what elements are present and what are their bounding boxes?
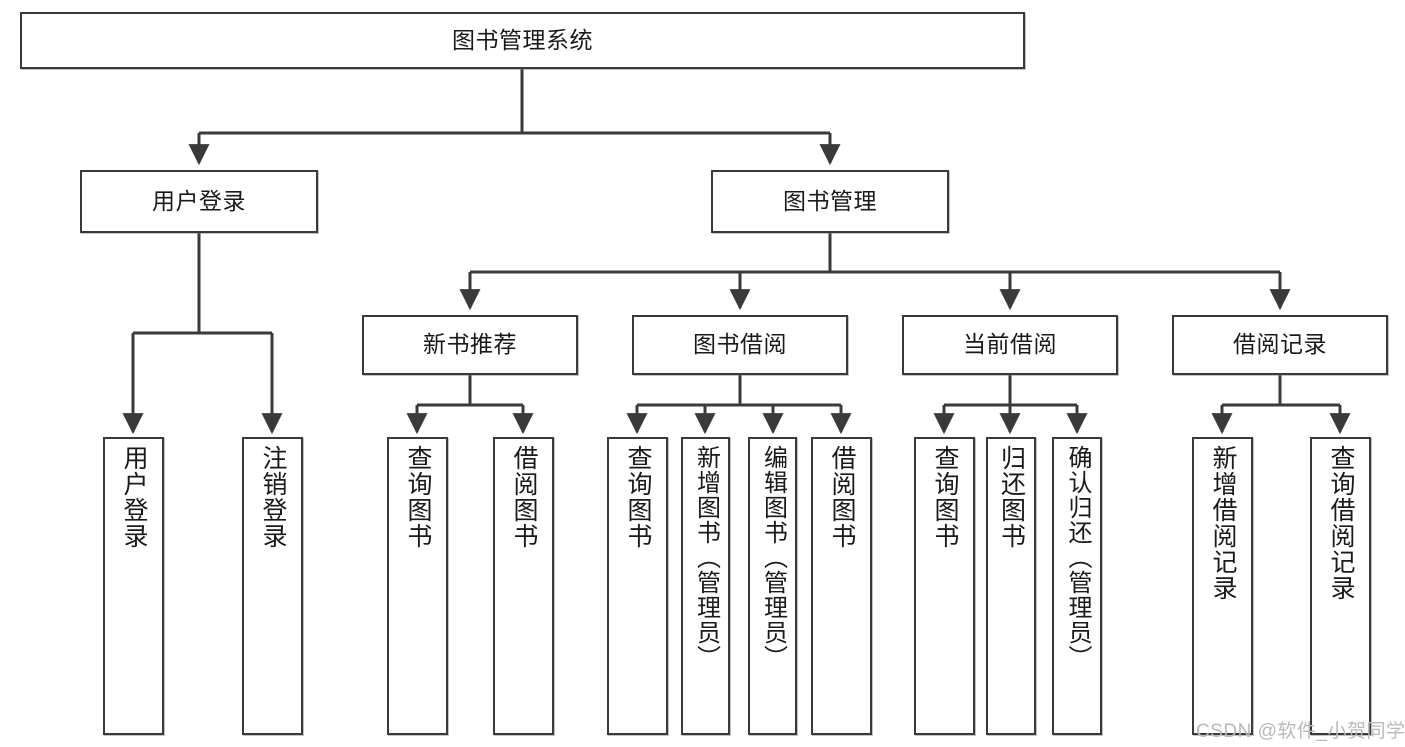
leaf-borrow-query-book[interactable]: 查询图书 [607, 437, 668, 735]
leaf-current-confirm-return-admin[interactable]: 确认归还（管理员） [1052, 437, 1102, 735]
node-label: 归还图书 [997, 445, 1026, 549]
node-label: 编辑图书（管理员） [759, 445, 787, 670]
node-label: 借阅图书 [510, 445, 538, 549]
node-label: 用户登录 [120, 445, 148, 549]
leaf-record-query-record[interactable]: 查询借阅记录 [1310, 437, 1371, 735]
node-label: 查询图书 [931, 445, 959, 549]
watermark-text: CSDN @软件_小贺同学 [1196, 721, 1405, 742]
leaf-recommend-query-book[interactable]: 查询图书 [387, 437, 448, 735]
node-label: 注销登录 [259, 445, 287, 549]
leaf-current-return-book[interactable]: 归还图书 [986, 437, 1036, 735]
leaf-borrow-edit-book-admin[interactable]: 编辑图书（管理员） [748, 437, 797, 735]
node-label: 图书管理 [783, 187, 877, 214]
node-label: 图书借阅 [693, 331, 787, 358]
node-label: 新增图书（管理员） [692, 445, 720, 670]
node-book-borrow[interactable]: 图书借阅 [632, 315, 848, 375]
node-book-management[interactable]: 图书管理 [711, 170, 949, 233]
node-label: 借阅图书 [828, 445, 856, 549]
node-label: 查询图书 [404, 445, 432, 549]
node-label: 用户登录 [152, 187, 246, 214]
node-label: 借阅记录 [1233, 331, 1327, 358]
node-label: 新书推荐 [423, 331, 517, 358]
node-label: 当前借阅 [963, 331, 1057, 358]
node-label: 新增借阅记录 [1209, 445, 1237, 601]
node-user-login[interactable]: 用户登录 [80, 170, 318, 233]
leaf-borrow-add-book-admin[interactable]: 新增图书（管理员） [681, 437, 730, 735]
leaf-user-login-logout[interactable]: 注销登录 [242, 437, 303, 735]
leaf-current-query-book[interactable]: 查询图书 [914, 437, 975, 735]
leaf-borrow-borrow-book[interactable]: 借阅图书 [811, 437, 872, 735]
leaf-user-login-login[interactable]: 用户登录 [103, 437, 164, 735]
node-label: 查询借阅记录 [1327, 445, 1355, 601]
node-borrow-record[interactable]: 借阅记录 [1172, 315, 1388, 375]
node-current-borrow[interactable]: 当前借阅 [902, 315, 1118, 375]
leaf-recommend-borrow-book[interactable]: 借阅图书 [493, 437, 554, 735]
node-root-system[interactable]: 图书管理系统 [20, 12, 1025, 69]
node-label: 确认归还（管理员） [1063, 445, 1091, 670]
leaf-record-add-record[interactable]: 新增借阅记录 [1192, 437, 1253, 735]
node-new-book-recommend[interactable]: 新书推荐 [362, 315, 578, 375]
node-label: 图书管理系统 [452, 26, 593, 53]
node-label: 查询图书 [624, 445, 652, 549]
